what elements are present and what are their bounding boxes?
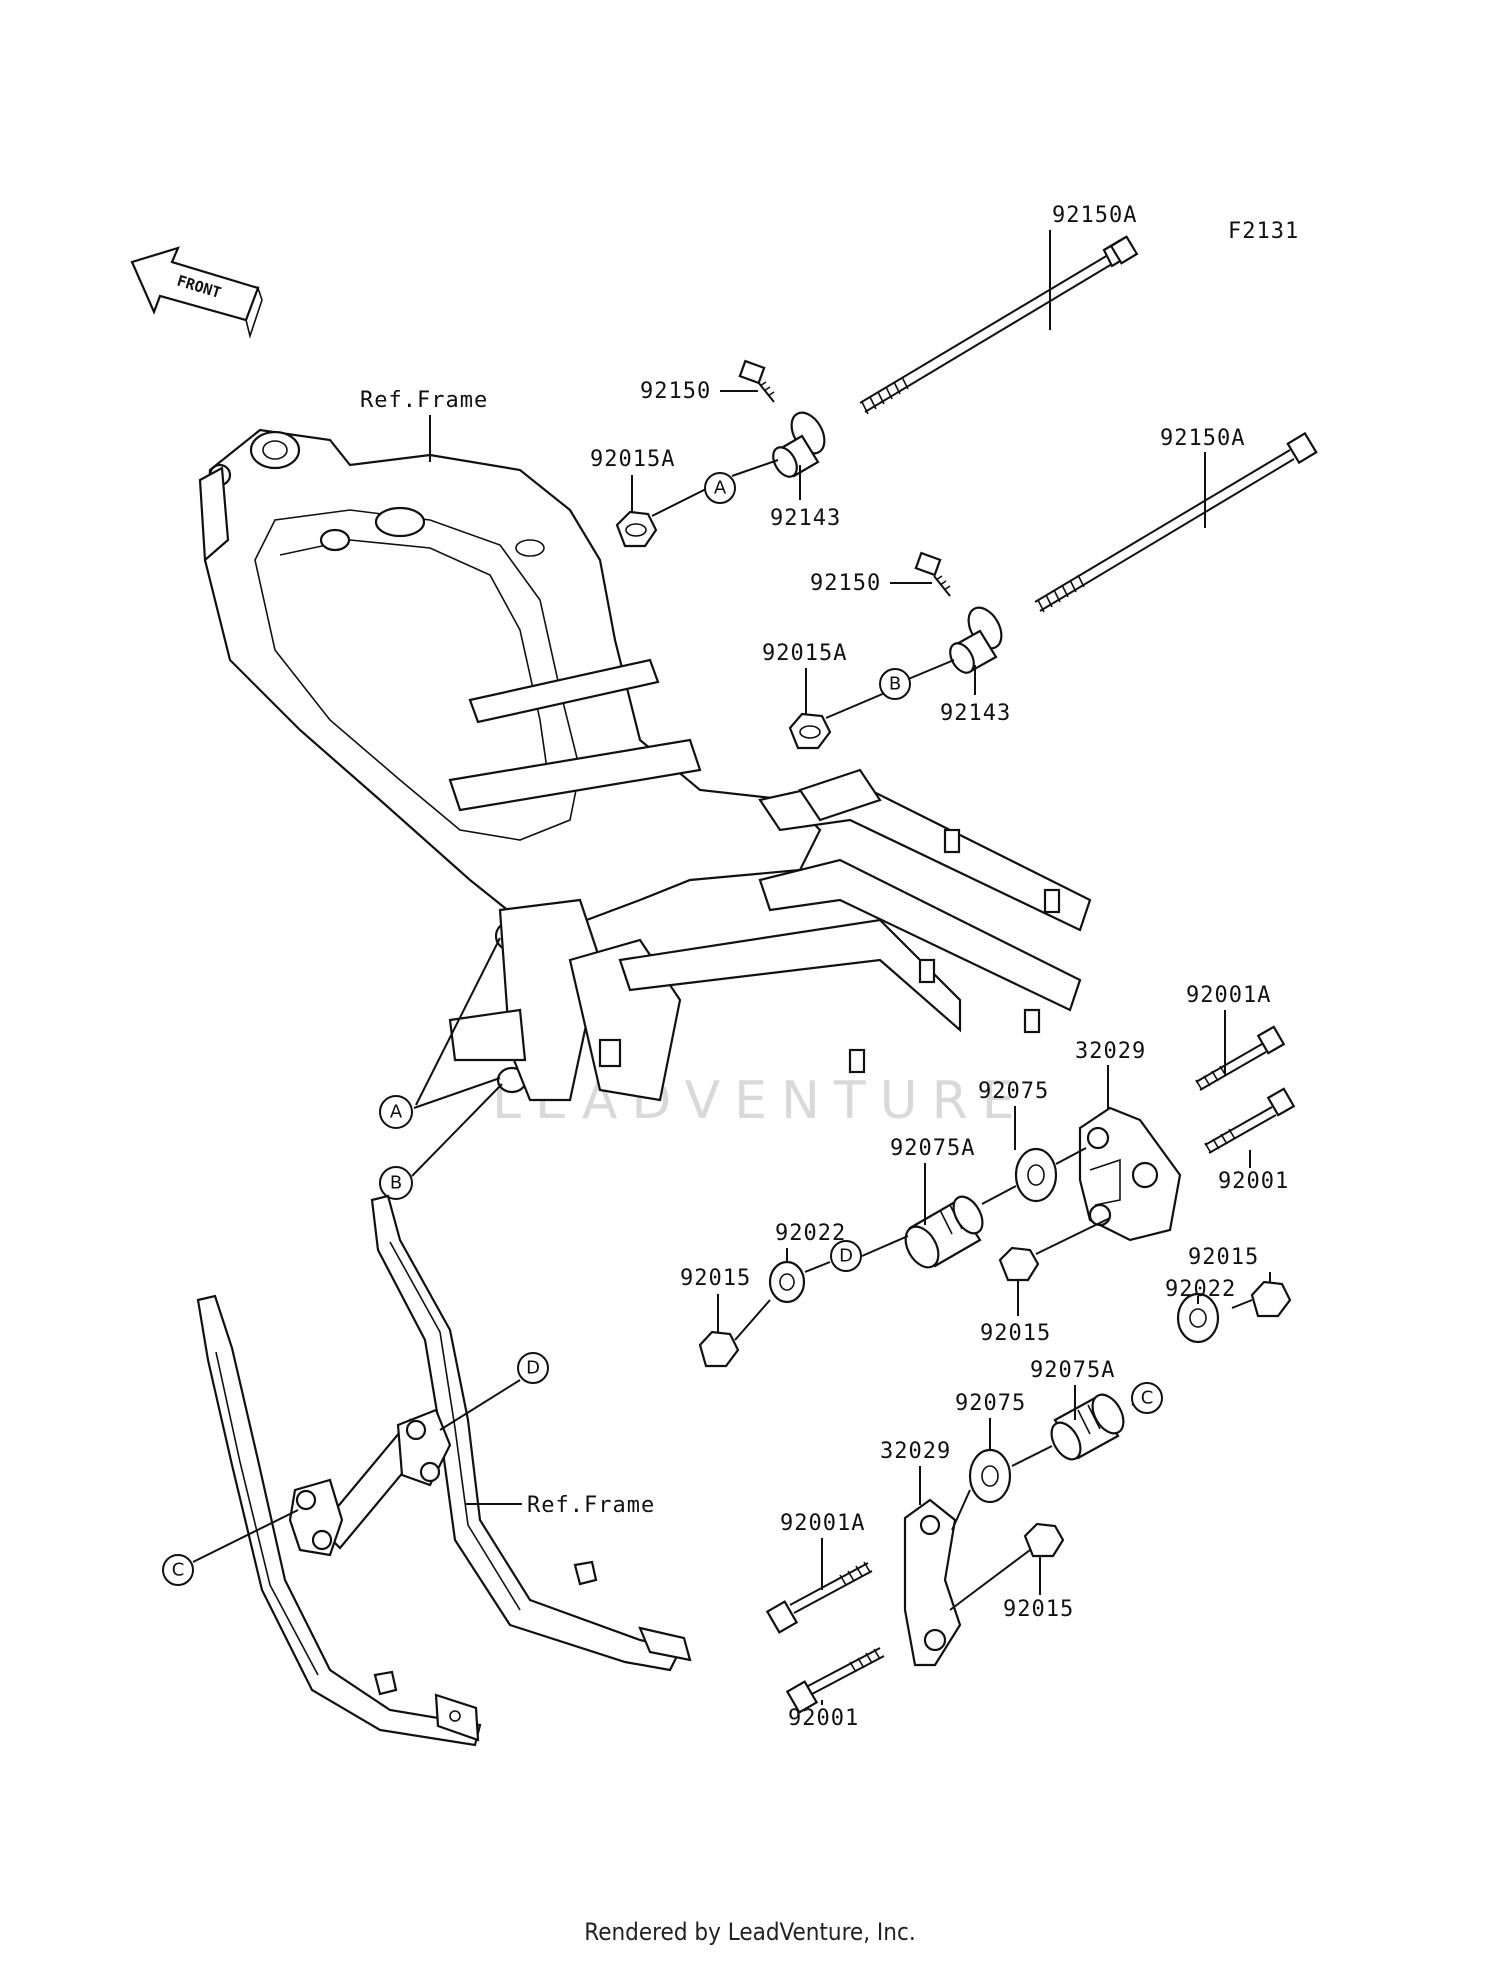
callout-a-upper	[704, 472, 736, 504]
watermark: LEADVENTURE	[492, 1071, 1029, 1131]
label-32029-2: 32029	[880, 1439, 951, 1464]
callout-a-upper-text: A	[714, 478, 727, 499]
label-92075-1: 92075	[978, 1079, 1049, 1104]
callout-b-upper-text: B	[889, 674, 901, 695]
right-mount-upper	[698, 1025, 1296, 1368]
label-92143-2: 92143	[940, 701, 1011, 726]
label-92001A-2: 92001A	[780, 1511, 865, 1536]
label-92150-1: 92150	[640, 379, 711, 404]
label-92075A-2: 92075A	[1030, 1358, 1115, 1383]
upper-bolt-assembly-a	[615, 235, 1139, 548]
callout-c-right	[1131, 1382, 1163, 1414]
label-92015A-2: 92015A	[762, 641, 847, 666]
callout-c-lower	[162, 1554, 194, 1586]
label-92150A-2: 92150A	[1160, 426, 1245, 451]
label-92001-2: 92001	[788, 1706, 859, 1731]
front-arrow-icon: FRONT	[130, 246, 263, 339]
label-92143-1: 92143	[770, 506, 841, 531]
label-92022-1: 92022	[775, 1221, 846, 1246]
label-92015-3: 92015	[1188, 1245, 1259, 1270]
callout-c-right-text: C	[1141, 1388, 1154, 1409]
label-92001-1: 92001	[1218, 1169, 1289, 1194]
label-92150-2: 92150	[810, 571, 881, 596]
label-92150A-1: 92150A	[1052, 203, 1137, 228]
ref-frame-label-top: Ref.Frame	[360, 388, 488, 413]
label-92015-4: 92015	[1003, 1597, 1074, 1622]
label-92075A-1: 92075A	[890, 1136, 975, 1161]
callout-d-lower	[517, 1352, 549, 1384]
label-92015-2: 92015	[980, 1321, 1051, 1346]
upper-bolt-assembly-b	[788, 431, 1318, 750]
figure-code: F2131	[1228, 219, 1299, 244]
callout-d-right	[830, 1240, 862, 1272]
callout-d-right-text: D	[839, 1246, 853, 1267]
callout-b-upper	[879, 668, 911, 700]
right-mount-lower	[765, 1280, 1292, 1714]
label-92022-2: 92022	[1165, 1277, 1236, 1302]
callout-c-lower-text: C	[172, 1560, 185, 1581]
ref-frame-label-bottom: Ref.Frame	[527, 1493, 655, 1518]
lower-frame-rails	[196, 1194, 692, 1747]
callout-a-frame-text: A	[390, 1102, 403, 1123]
label-92015A-1: 92015A	[590, 447, 675, 472]
footer-credit: Rendered by LeadVenture, Inc.	[584, 1918, 915, 1946]
main-frame	[198, 428, 1092, 1102]
callout-b-frame	[379, 1166, 413, 1200]
label-92001A-1: 92001A	[1186, 983, 1271, 1008]
callout-b-frame-text: B	[390, 1173, 402, 1194]
callout-d-lower-text: D	[526, 1358, 540, 1379]
callout-a-frame	[379, 1095, 413, 1129]
label-32029-1: 32029	[1075, 1039, 1146, 1064]
label-92015-1: 92015	[680, 1266, 751, 1291]
label-92075-2: 92075	[955, 1391, 1026, 1416]
